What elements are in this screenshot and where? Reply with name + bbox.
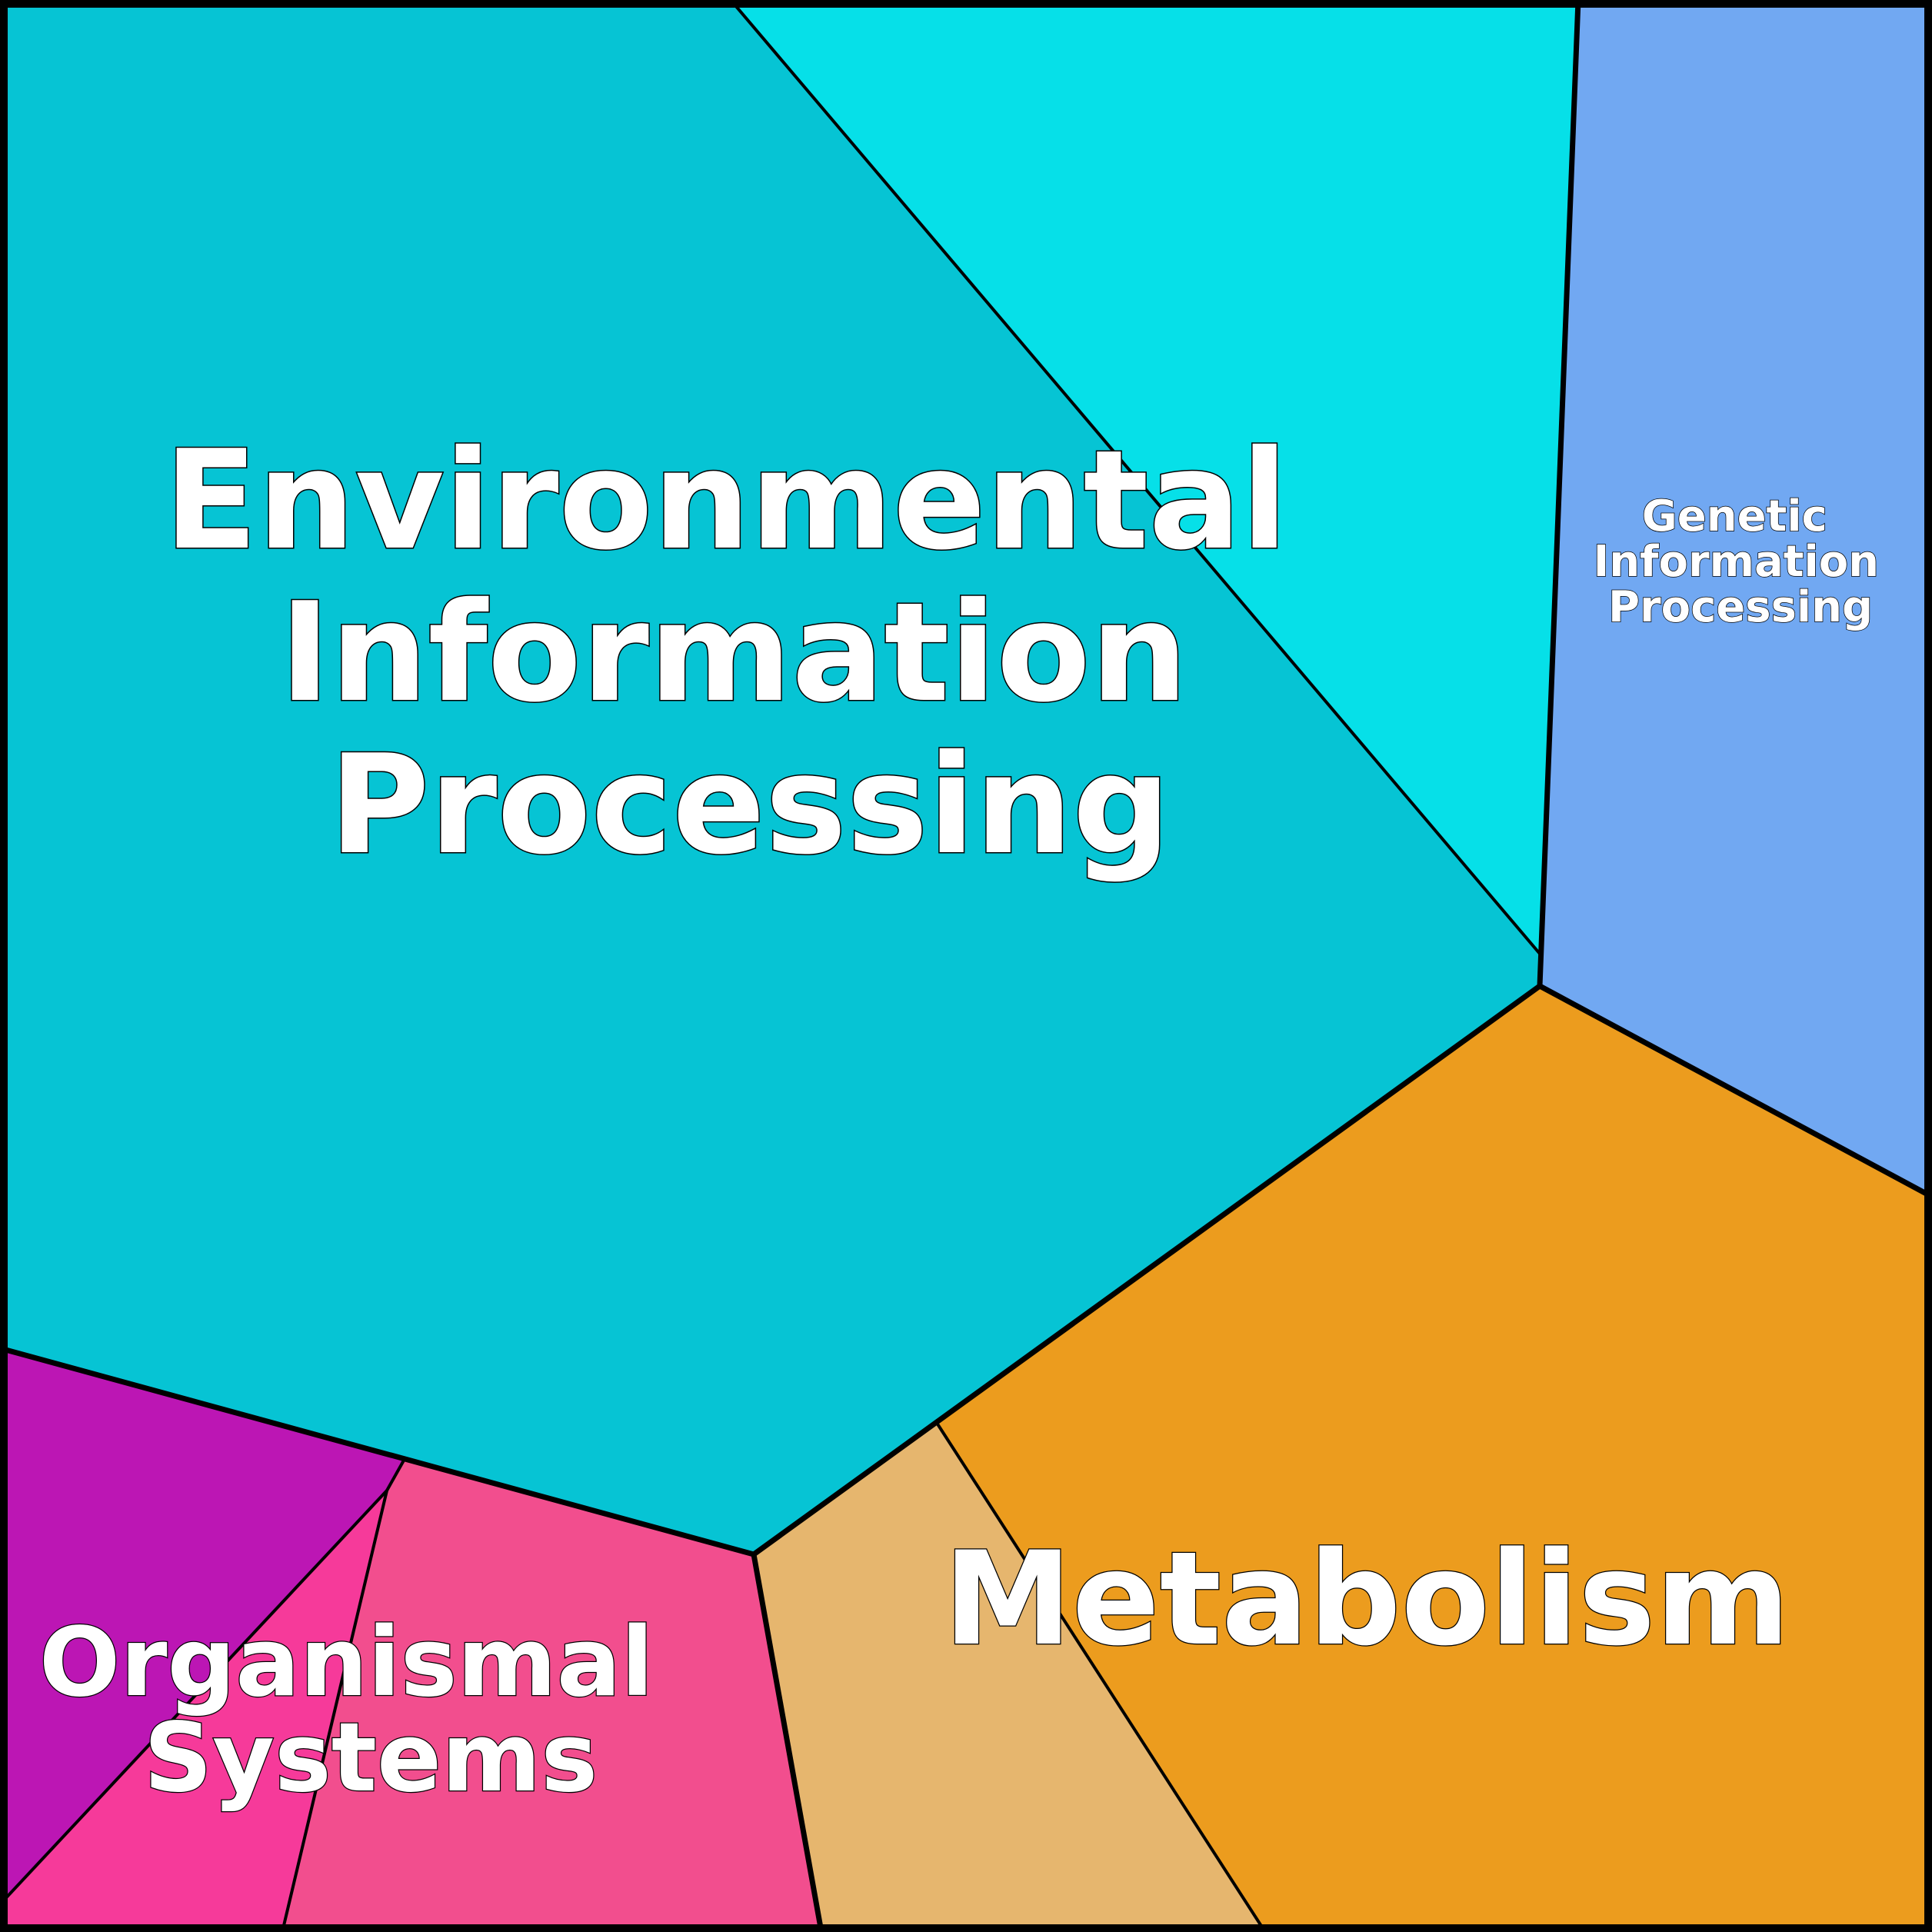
cell-metabolism-sub xyxy=(754,1423,1265,1932)
cell-environmental-sub xyxy=(731,0,1578,954)
label-environmental: Environmental Information Processing xyxy=(164,421,1335,884)
cell-divider xyxy=(281,1490,388,1932)
cell-organismal-a xyxy=(0,1348,405,1904)
region-genetic xyxy=(1540,0,1932,1197)
cell-divider xyxy=(729,0,1541,955)
cell-organismal-c xyxy=(282,1459,821,1932)
region-metabolism xyxy=(754,986,1932,1932)
region-environmental xyxy=(0,0,1578,1554)
cell-divider xyxy=(0,1489,388,1906)
label-metabolism: Metabolism xyxy=(944,1524,1790,1674)
cell-environmental-main xyxy=(0,0,1540,1554)
label-organismal: Organismal Systems xyxy=(39,1607,687,1814)
cell-divider xyxy=(385,1458,406,1491)
cell-divider xyxy=(935,1421,1267,1932)
cell-genetic-main xyxy=(1540,0,1932,1197)
region-organismal xyxy=(0,1348,821,1932)
label-genetic: Genetic Information Processing xyxy=(1593,491,1894,632)
cell-metabolism-main xyxy=(937,986,1932,1932)
cell-organismal-b xyxy=(0,1491,387,1932)
